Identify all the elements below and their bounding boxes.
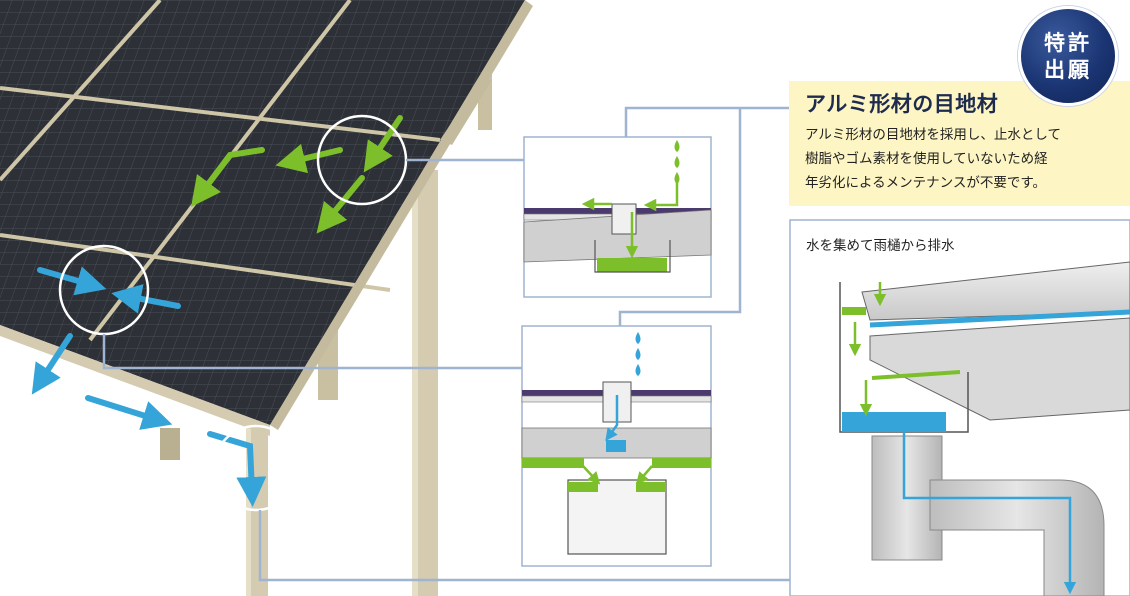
flow-arrow-icon bbox=[191, 147, 265, 207]
flow-arrow-icon bbox=[111, 284, 181, 314]
flow-arrow-icon bbox=[207, 431, 267, 507]
water-drop-icon bbox=[635, 332, 641, 376]
roof-front-frame bbox=[0, 325, 270, 436]
callout-body-line: アルミ形材の目地材を採用し、止水として bbox=[805, 127, 1061, 143]
flow-arrow-icon bbox=[275, 143, 343, 174]
flow-arrow-icon bbox=[363, 115, 403, 173]
callout-title: アルミ形材の目地材 bbox=[805, 92, 999, 116]
green-flow-arrows bbox=[191, 115, 403, 234]
water-drop-icon bbox=[674, 140, 680, 184]
carport-illustration bbox=[0, 0, 533, 596]
drain-detail-panel bbox=[789, 219, 1130, 596]
roof-flow-arrows bbox=[31, 115, 403, 507]
detail-box-top bbox=[523, 136, 712, 298]
blue-flow-arrows bbox=[31, 266, 267, 507]
badge-line: 出願 bbox=[1044, 57, 1092, 82]
callout-body-line: 年劣化によるメンテナンスが不要です。 bbox=[805, 175, 1046, 191]
patent-pending-badge: 特許 出願 bbox=[1018, 6, 1118, 106]
badge-line: 特許 bbox=[1044, 30, 1092, 55]
detail-circle-icon bbox=[212, 424, 300, 512]
callout-body-line: 樹脂やゴム素材を使用していないため経 bbox=[805, 151, 1048, 167]
solar-roof bbox=[0, 0, 525, 425]
beam-stub bbox=[160, 428, 180, 460]
callout-body: アルミ形材の目地材を採用し、止水として 樹脂やゴム素材を使用していないため経 年… bbox=[805, 123, 1123, 195]
detail-box-bottom bbox=[521, 325, 712, 567]
flow-arrow-icon bbox=[31, 333, 73, 395]
flow-arrow-icon bbox=[85, 395, 173, 430]
flow-arrow-icon bbox=[37, 266, 107, 296]
drain-panel-label: 水を集めて雨樋から排水 bbox=[806, 238, 955, 254]
